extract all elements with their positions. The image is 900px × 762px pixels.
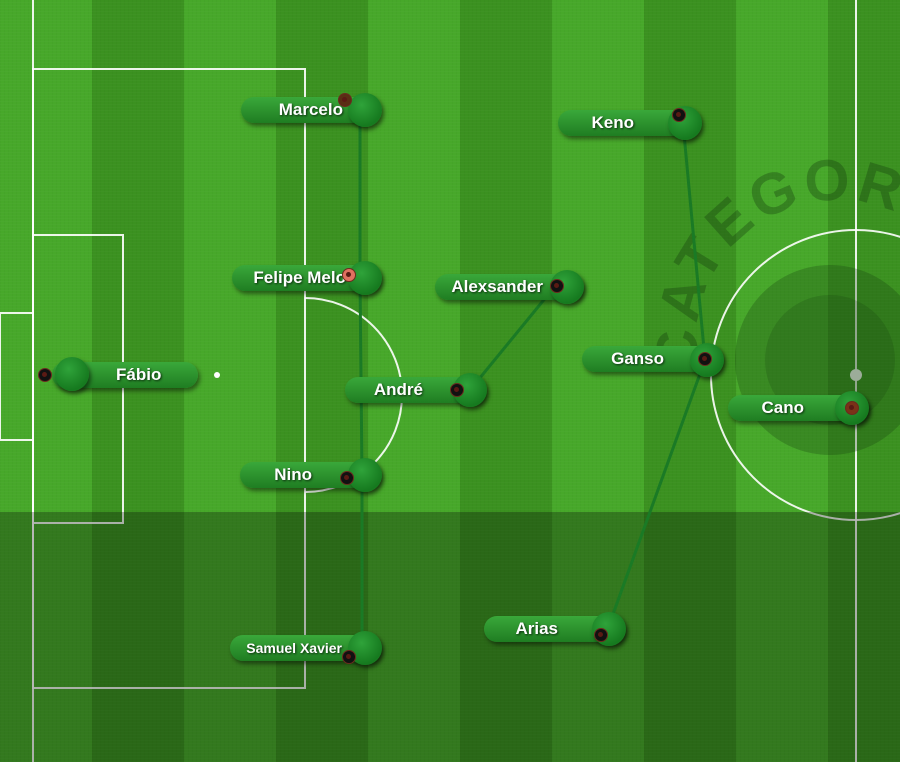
player-figure-icon [845, 401, 859, 415]
player-name: Arias [515, 619, 558, 638]
player-figure-icon [342, 268, 356, 282]
player-name: Marcelo [278, 100, 343, 119]
goal [0, 312, 34, 441]
player-name: Ganso [611, 349, 664, 368]
pass-line [606, 358, 707, 630]
player-name: Cano [761, 398, 805, 417]
player-token[interactable] [55, 357, 89, 391]
shadow-overlay [0, 512, 900, 762]
player-name: André [373, 380, 423, 399]
pass-line [358, 276, 364, 477]
player-figure-icon [38, 368, 52, 382]
player-figure-icon [550, 279, 564, 293]
player-name: Nino [274, 465, 312, 484]
player-name: Alexsander [451, 277, 543, 296]
penalty-spot [214, 372, 220, 378]
player-figure-icon [698, 352, 712, 366]
player-name: Keno [591, 113, 635, 132]
player-token[interactable] [348, 93, 382, 127]
player-figure-icon [338, 93, 352, 107]
pass-line [468, 283, 558, 392]
ball[interactable] [850, 369, 862, 381]
player-name: Samuel Xavier [246, 640, 342, 656]
player-name: Fábio [116, 365, 162, 384]
player-figure-icon [672, 108, 686, 122]
player-figure-icon [594, 628, 608, 642]
player-figure-icon [340, 471, 354, 485]
player-name: Felipe Melo [253, 268, 346, 287]
pass-line [681, 121, 707, 362]
player-figure-icon [342, 650, 356, 664]
player-figure-icon [450, 383, 464, 397]
